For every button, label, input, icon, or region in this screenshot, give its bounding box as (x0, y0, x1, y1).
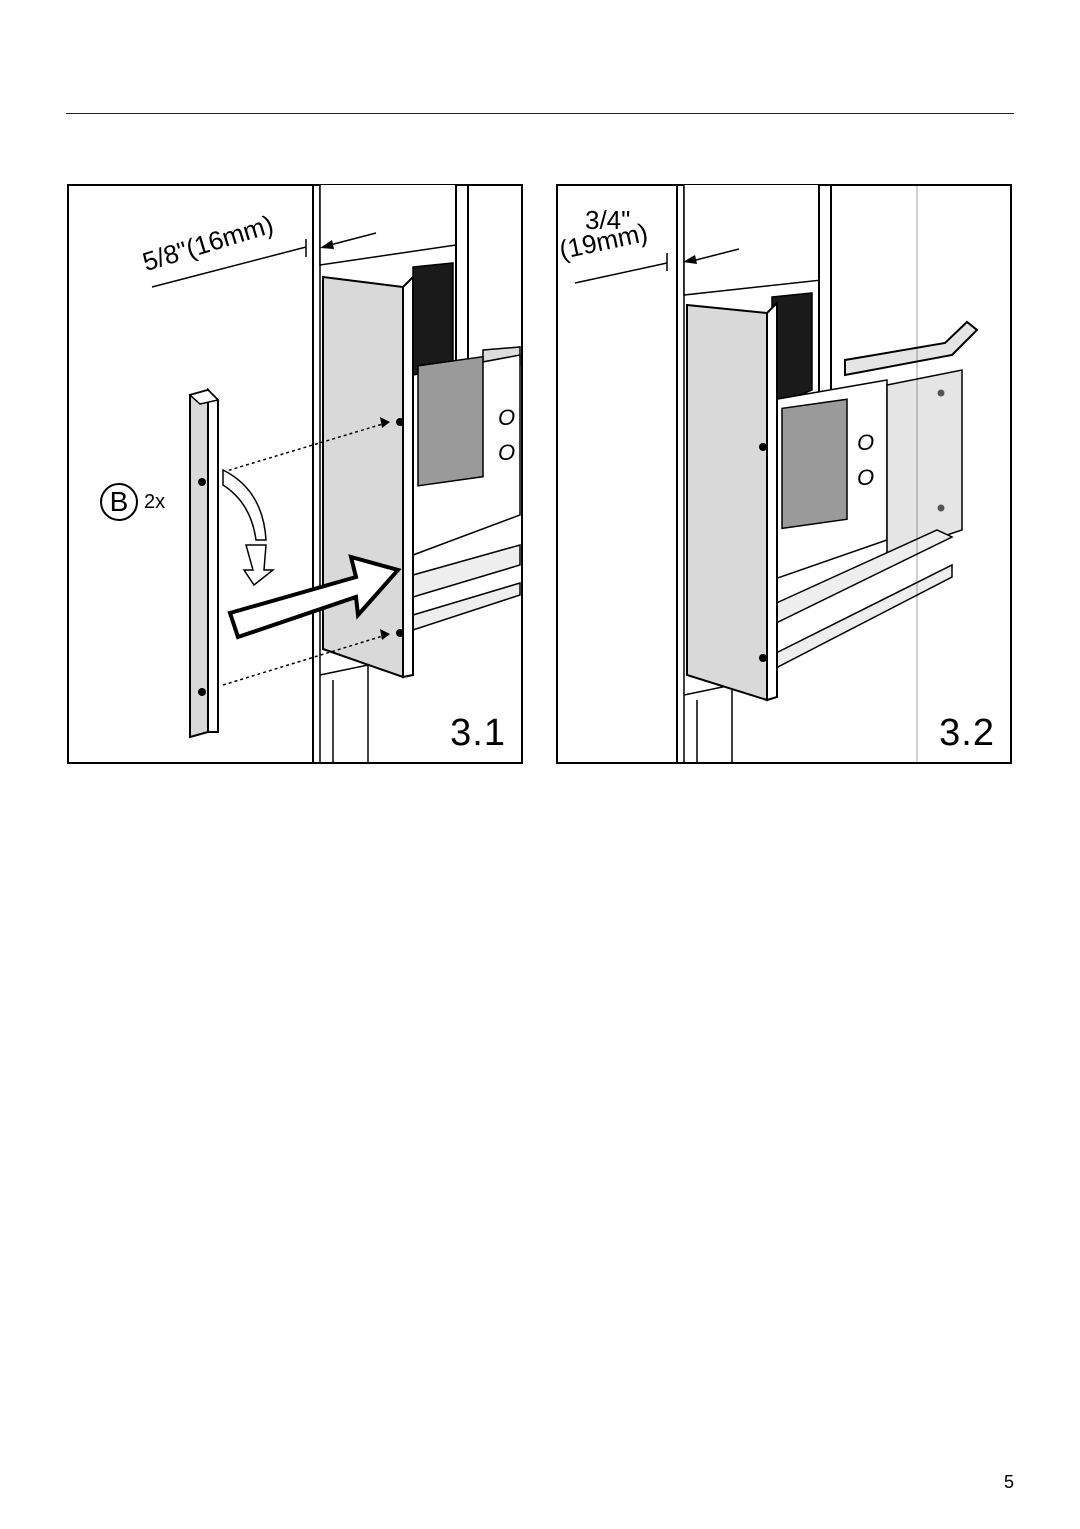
screw-icon (396, 629, 404, 637)
screw-icon (198, 688, 206, 696)
figure-label: 3.2 (939, 712, 995, 754)
insert-arrow-icon (227, 554, 402, 640)
figure-3-2: O O 3/4" (19mm) 3.2 (556, 184, 1012, 764)
screw-icon (198, 478, 206, 486)
page-number: 5 (1003, 1472, 1014, 1492)
svg-text:O: O (498, 405, 515, 430)
figure-label: 3.1 (450, 712, 506, 754)
screw-icon (759, 654, 767, 662)
svg-text:O: O (498, 440, 515, 465)
figure-3-1-drawing: O O (67, 184, 523, 764)
svg-text:O: O (857, 465, 874, 490)
rotate-arrow-icon (222, 468, 267, 541)
screw-icon (759, 443, 767, 451)
header-rule (66, 113, 1014, 114)
svg-text:O: O (857, 430, 874, 455)
part-b-callout-icon: B 2x (100, 483, 165, 521)
figure-3-2-drawing: O O (556, 184, 1012, 764)
dimension-label-inch: 3/4" (585, 205, 631, 235)
screw-icon (396, 418, 404, 426)
part-letter: B (100, 483, 138, 521)
screw-icon (937, 389, 945, 397)
screw-icon (937, 504, 945, 512)
part-quantity: 2x (144, 490, 166, 513)
figure-3-1: O O 5/8"(16mm) B 2x (67, 184, 523, 764)
